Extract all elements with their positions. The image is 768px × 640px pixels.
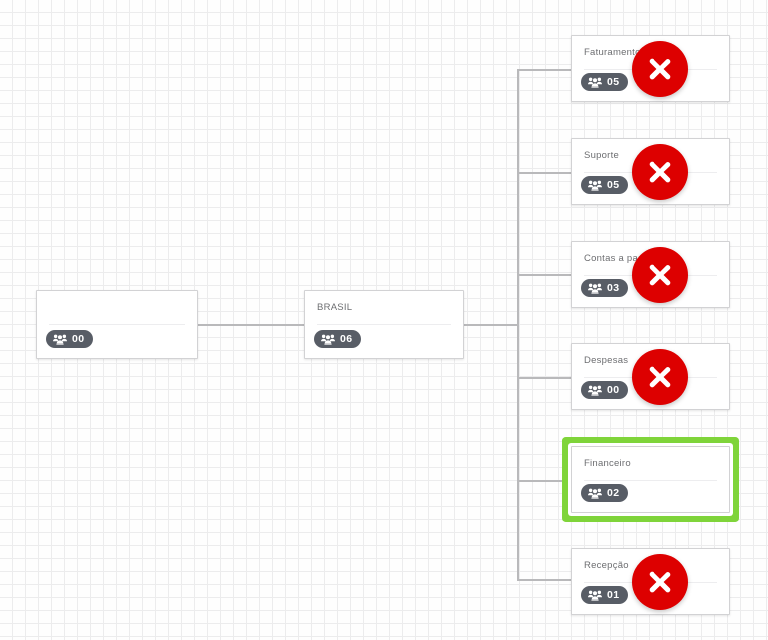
connector-stub-suporte — [517, 172, 571, 174]
employee-count-badge[interactable]: 00 — [581, 381, 629, 399]
connector-root-to-brasil — [198, 324, 304, 326]
employee-count-badge[interactable]: 02 — [581, 484, 629, 502]
remove-node-button-suporte[interactable] — [632, 144, 688, 200]
org-node-title: Faturamento — [584, 47, 641, 58]
employee-count-badge[interactable]: 00 — [46, 330, 94, 348]
org-node-title: Financeiro — [584, 458, 631, 469]
org-node-title: BRASIL — [317, 302, 353, 313]
remove-x-icon — [649, 58, 671, 80]
remove-x-icon — [649, 264, 671, 286]
employee-count-badge[interactable]: 05 — [581, 176, 629, 194]
employee-count-badge[interactable]: 01 — [581, 586, 629, 604]
users-group-icon — [53, 334, 67, 345]
employee-count-value: 05 — [607, 75, 620, 88]
users-group-icon — [588, 385, 602, 396]
org-node-brasil[interactable]: BRASIL 06 — [304, 290, 464, 359]
remove-node-button-recepcao[interactable] — [632, 554, 688, 610]
org-node-root[interactable]: 00 — [36, 290, 198, 359]
connector-stub-faturamento — [517, 69, 571, 71]
users-group-icon — [588, 283, 602, 294]
remove-x-icon — [649, 161, 671, 183]
connector-stub-financeiro — [517, 480, 571, 482]
employee-count-value: 02 — [607, 486, 620, 499]
employee-count-value: 06 — [340, 332, 353, 345]
employee-count-value: 03 — [607, 281, 620, 294]
org-node-divider — [49, 324, 185, 325]
employee-count-badge[interactable]: 03 — [581, 279, 629, 297]
employee-count-value: 01 — [607, 588, 620, 601]
employee-count-value: 05 — [607, 178, 620, 191]
org-node-financeiro[interactable]: Financeiro 02 — [571, 446, 730, 513]
org-node-divider — [317, 324, 451, 325]
org-node-title: Suporte — [584, 150, 620, 161]
org-node-body: Financeiro 02 — [572, 447, 729, 512]
org-node-body: 00 — [37, 291, 197, 358]
remove-x-icon — [649, 571, 671, 593]
connector-stub-contas-a-pagar — [517, 274, 571, 276]
users-group-icon — [588, 77, 602, 88]
org-node-divider — [584, 480, 717, 481]
employee-count-value: 00 — [72, 332, 85, 345]
connector-stub-recepcao — [517, 579, 571, 581]
org-node-title: Recepção — [584, 560, 629, 571]
org-node-body: BRASIL 06 — [305, 291, 463, 358]
remove-node-button-despesas[interactable] — [632, 349, 688, 405]
users-group-icon — [588, 180, 602, 191]
remove-node-button-contas-a-pagar[interactable] — [632, 247, 688, 303]
org-node-title: Contas a pagar — [584, 253, 653, 264]
employee-count-badge[interactable]: 05 — [581, 73, 629, 91]
users-group-icon — [321, 334, 335, 345]
remove-node-button-faturamento[interactable] — [632, 41, 688, 97]
employee-count-badge[interactable]: 06 — [314, 330, 362, 348]
connector-stub-despesas — [517, 377, 571, 379]
users-group-icon — [588, 590, 602, 601]
org-node-title: Despesas — [584, 355, 629, 366]
employee-count-value: 00 — [607, 383, 620, 396]
connector-trunk-vertical — [517, 69, 519, 579]
users-group-icon — [588, 488, 602, 499]
remove-x-icon — [649, 366, 671, 388]
connector-brasil-to-trunk — [464, 324, 518, 326]
